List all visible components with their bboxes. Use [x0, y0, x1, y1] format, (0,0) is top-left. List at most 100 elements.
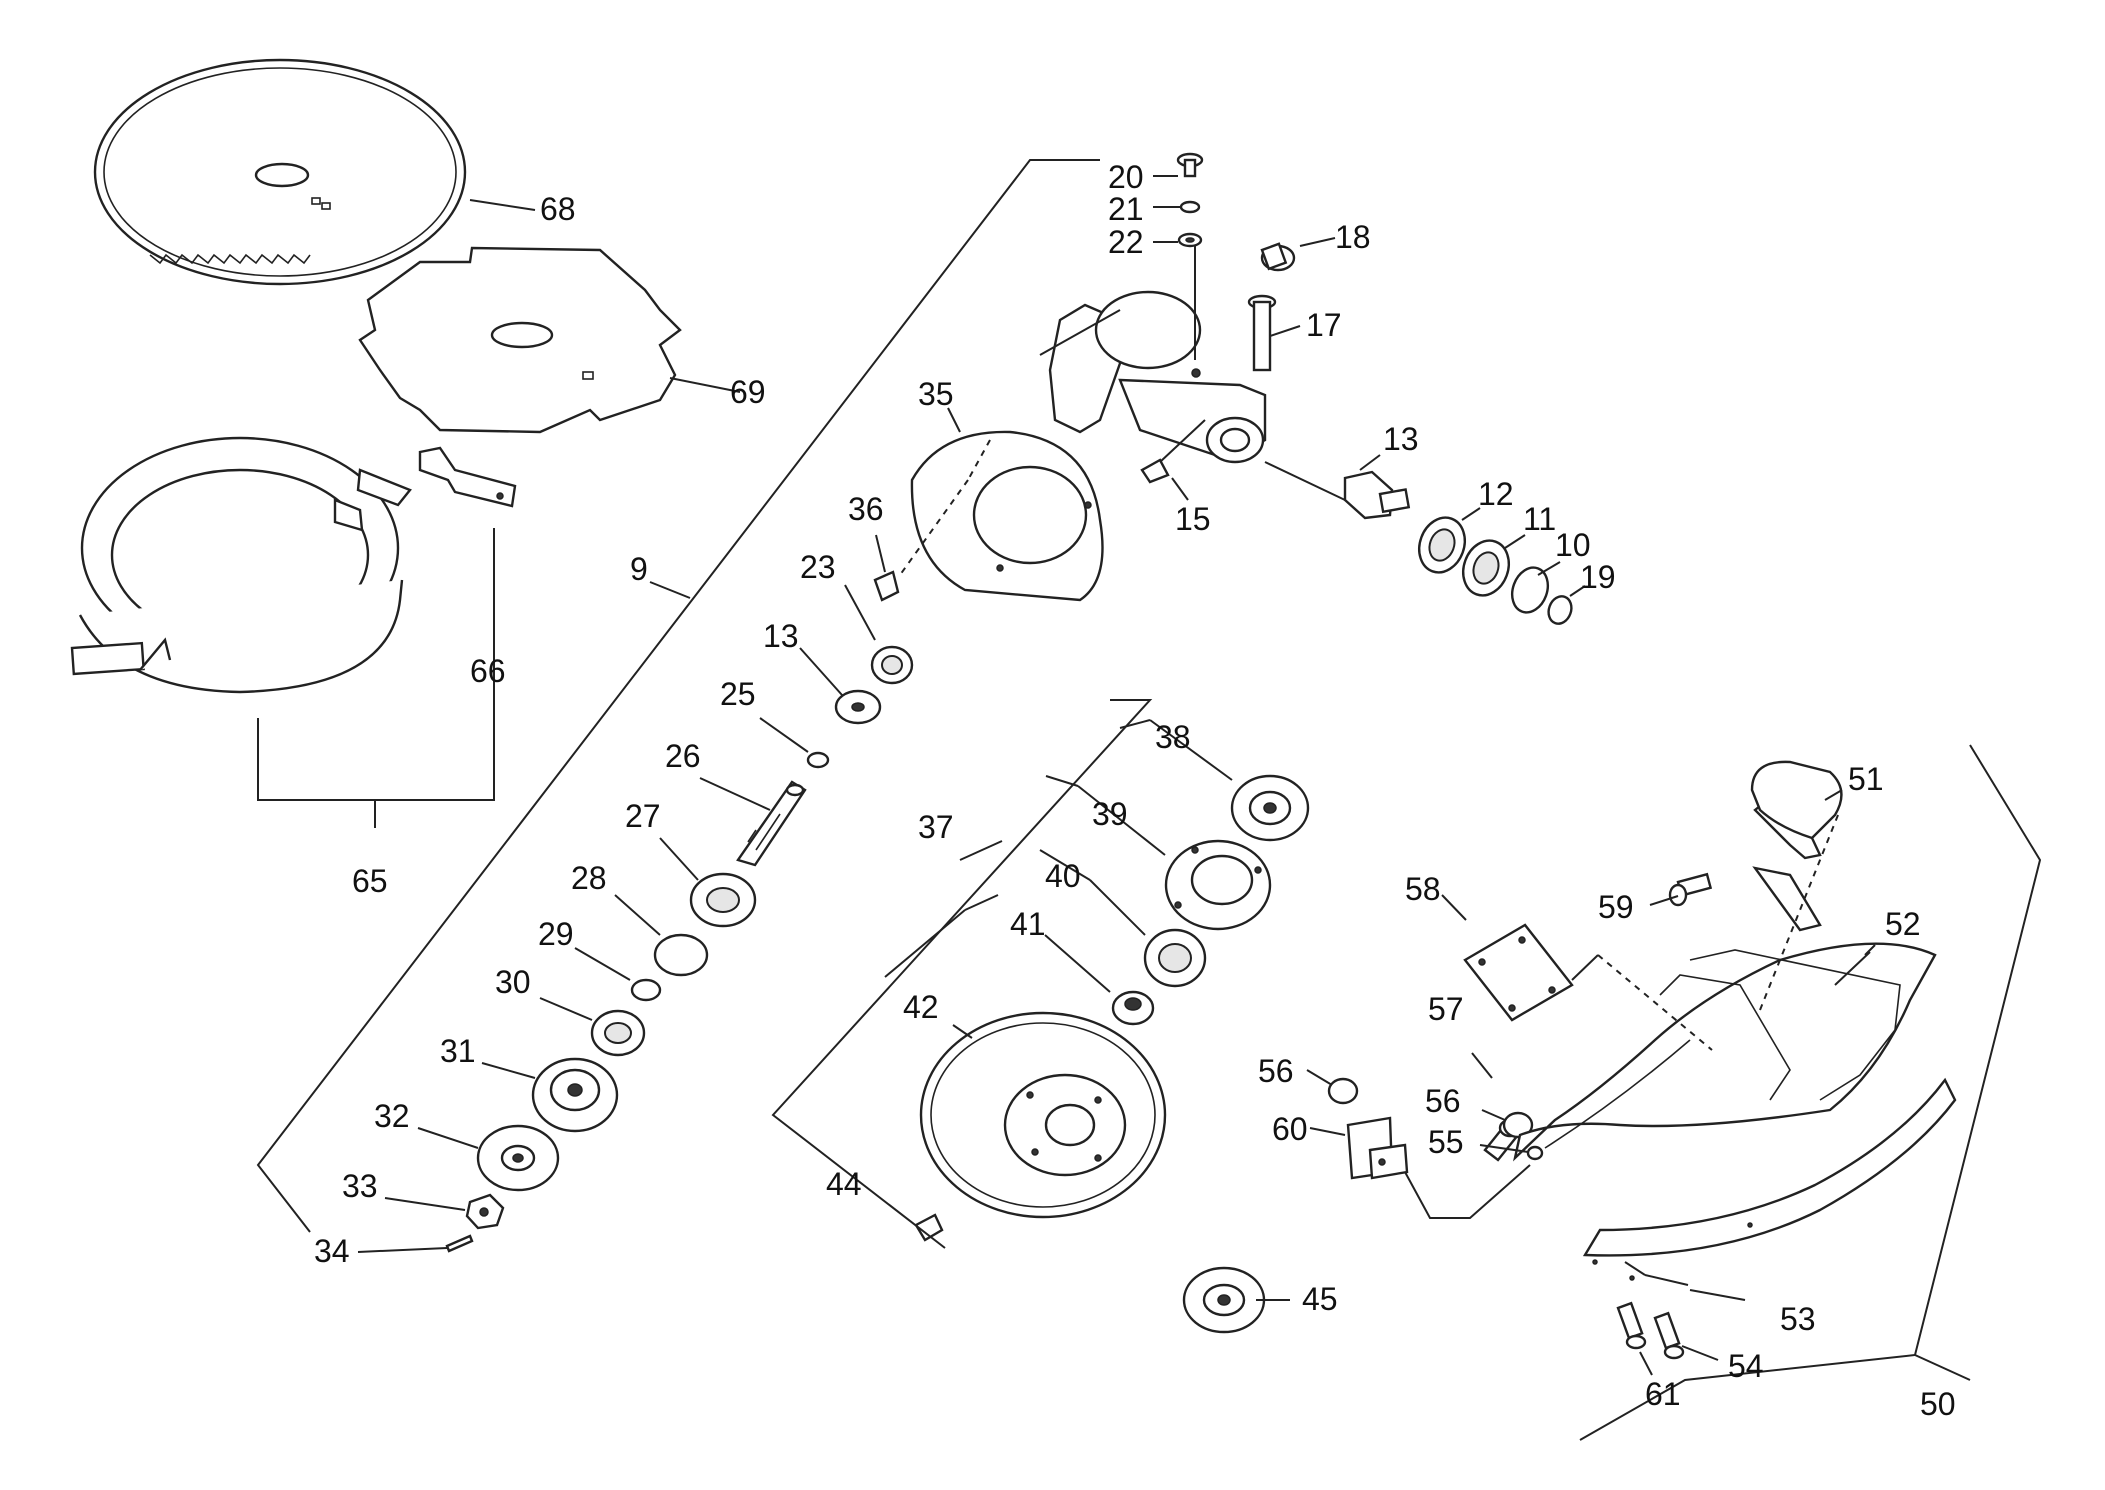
label-55: 55: [1428, 1124, 1464, 1160]
label-15: 15: [1175, 501, 1211, 537]
part-15-key: [1140, 458, 1170, 484]
part-30-bearing: [590, 1009, 646, 1057]
label-28: 28: [571, 860, 607, 896]
part-42-dish: [919, 1011, 1167, 1219]
label-25: 25: [720, 676, 756, 712]
label-9: 9: [630, 551, 648, 587]
label-51: 51: [1848, 761, 1884, 797]
part-25-ring: [806, 751, 830, 769]
part-13-pinion-gear: [1343, 470, 1411, 520]
label-66: 66: [470, 653, 506, 689]
part-23-bearing: [870, 645, 914, 685]
part-60-bracket: [1346, 1116, 1409, 1180]
label-27: 27: [625, 798, 661, 834]
part-17-bolt: [1247, 294, 1277, 372]
label-13-top: 13: [1383, 421, 1419, 457]
label-54: 54: [1728, 1348, 1764, 1384]
label-26: 26: [665, 738, 701, 774]
label-30: 30: [495, 964, 531, 1000]
part-39-flange: [1164, 839, 1272, 931]
label-13-bottom: 13: [763, 618, 799, 654]
label-22: 22: [1108, 224, 1144, 260]
part-35-cover: [910, 430, 1104, 602]
part-41-bushing: [1111, 990, 1155, 1026]
label-58: 58: [1405, 871, 1441, 907]
label-61: 61: [1645, 1376, 1681, 1412]
part-59-screw: [1668, 872, 1713, 907]
label-57: 57: [1428, 991, 1464, 1027]
part-29-ring: [630, 978, 662, 1002]
label-68: 68: [540, 191, 576, 227]
label-19: 19: [1580, 559, 1616, 595]
label-33: 33: [342, 1168, 378, 1204]
label-40: 40: [1045, 858, 1081, 894]
label-35: 35: [918, 376, 954, 412]
label-69: 69: [730, 374, 766, 410]
part-52-guard-shell: [1512, 942, 1937, 1162]
label-52: 52: [1885, 906, 1921, 942]
label-41: 41: [1010, 906, 1046, 942]
part-66-clamp: [418, 446, 517, 508]
part-11-bearing: [1462, 539, 1510, 597]
part-27-bearing: [689, 872, 757, 928]
part-18-plug: [1260, 242, 1296, 272]
part-34-pin: [445, 1234, 474, 1253]
label-38: 38: [1155, 719, 1191, 755]
part-19-ring: [1547, 595, 1573, 625]
part-26-shaft: [736, 780, 807, 867]
part-33-nut: [465, 1193, 505, 1230]
label-21: 21: [1108, 191, 1144, 227]
part-61-bolt: [1616, 1301, 1647, 1350]
gear-housing: [1048, 290, 1267, 464]
label-10: 10: [1555, 527, 1591, 563]
label-17: 17: [1306, 307, 1342, 343]
label-56-b: 56: [1425, 1083, 1461, 1119]
part-20-22-screw-washers: [1176, 152, 1204, 248]
label-31: 31: [440, 1033, 476, 1069]
part-58-plate: [1463, 923, 1574, 1022]
part-10-circlip: [1510, 566, 1550, 614]
part-55-clip: [1526, 1145, 1544, 1161]
leader-lines: [256, 159, 2042, 1441]
label-42: 42: [903, 989, 939, 1025]
label-44: 44: [826, 1166, 862, 1202]
label-11: 11: [1523, 501, 1556, 537]
label-12: 12: [1478, 476, 1514, 512]
part-69-grass-blade: [358, 246, 682, 434]
label-65: 65: [352, 863, 388, 899]
part-12-bearing: [1418, 516, 1466, 574]
label-60: 60: [1272, 1111, 1308, 1147]
label-20: 20: [1108, 159, 1144, 195]
part-44-screw: [914, 1213, 944, 1242]
part-68-saw-blade: [93, 58, 467, 286]
part-54-bolt: [1653, 1311, 1685, 1360]
part-40-bearing: [1143, 928, 1207, 988]
label-50: 50: [1920, 1386, 1956, 1422]
part-28-circlip: [653, 933, 709, 977]
label-23: 23: [800, 549, 836, 585]
part-31-holder: [531, 1057, 619, 1133]
part-56-nut-b: [1502, 1111, 1534, 1139]
label-34: 34: [314, 1233, 350, 1269]
part-32-washer: [476, 1124, 560, 1192]
part-36-screw: [873, 570, 900, 602]
label-53: 53: [1780, 1301, 1816, 1337]
label-56-a: 56: [1258, 1053, 1294, 1089]
part-38-cup: [1230, 774, 1310, 842]
part-65-blade-guard-ring: [70, 436, 412, 694]
label-59: 59: [1598, 889, 1634, 925]
label-37: 37: [918, 809, 954, 845]
label-18: 18: [1335, 219, 1371, 255]
part-51-bracket: [1750, 760, 1843, 932]
label-45: 45: [1302, 1281, 1338, 1317]
part-labels: 20 21 22 18 17 13 12 11 10 19 15 35 36 2…: [314, 159, 1956, 1422]
label-39: 39: [1092, 796, 1128, 832]
part-56-nut-a: [1327, 1077, 1359, 1105]
part-45-cup: [1182, 1266, 1266, 1334]
label-36: 36: [848, 491, 884, 527]
part-53-skirt: [1582, 1077, 1957, 1281]
label-32: 32: [374, 1098, 410, 1134]
label-29: 29: [538, 916, 574, 952]
part-13-bevel-gear: [834, 689, 882, 725]
